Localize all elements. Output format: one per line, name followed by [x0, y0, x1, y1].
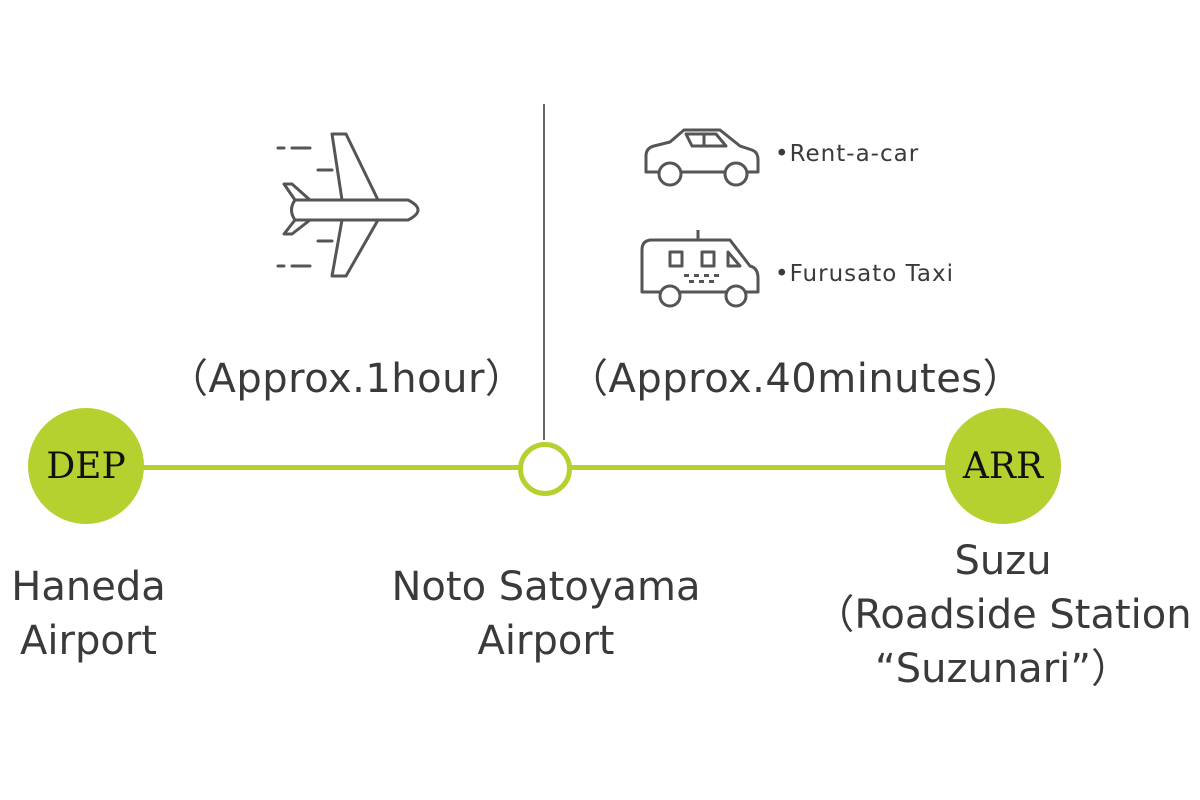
arrival-badge: ARR — [945, 408, 1061, 524]
departure-name: Haneda Airport — [11, 564, 166, 664]
ground-duration: （Approx.40minutes） — [568, 356, 1024, 402]
airplane-icon — [276, 132, 420, 278]
arrival-name: Suzu （Roadside Station “Suzunari”） — [814, 538, 1192, 692]
leg-divider — [543, 104, 545, 440]
furusato-taxi-label: •Furusato Taxi — [775, 261, 954, 287]
departure-badge: DEP — [28, 408, 144, 524]
taxi-van-icon — [640, 230, 760, 308]
bullet-icon: • — [775, 261, 790, 287]
transfer-name: Noto Satoyama Airport — [391, 564, 701, 664]
rent-a-car-label: •Rent-a-car — [775, 141, 920, 167]
flight-duration: （Approx.1hour） — [168, 356, 526, 402]
transfer-stop-marker — [518, 442, 572, 496]
bullet-icon: • — [775, 141, 790, 167]
car-icon — [644, 128, 760, 187]
